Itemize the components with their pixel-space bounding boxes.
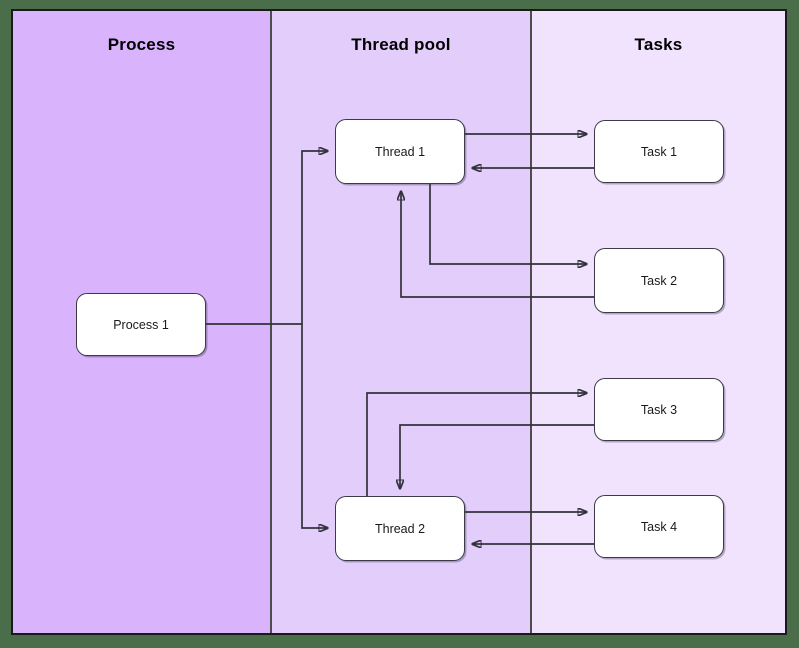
node-task-2[interactable]: Task 2 [594, 248, 724, 313]
node-label: Task 4 [640, 519, 678, 534]
node-task-4[interactable]: Task 4 [594, 495, 724, 558]
node-label: Task 1 [640, 144, 678, 159]
swimlane-title-thread-pool: Thread pool [351, 35, 451, 54]
node-label: Task 2 [640, 273, 678, 288]
node-label: Task 3 [640, 402, 678, 417]
node-label: Thread 1 [374, 144, 426, 159]
node-thread-2[interactable]: Thread 2 [335, 496, 465, 561]
node-task-3[interactable]: Task 3 [594, 378, 724, 441]
node-label: Thread 2 [374, 521, 426, 536]
node-task-1[interactable]: Task 1 [594, 120, 724, 183]
node-thread-1[interactable]: Thread 1 [335, 119, 465, 184]
node-process-1[interactable]: Process 1 [76, 293, 206, 356]
swimlane-title-tasks: Tasks [634, 35, 683, 54]
swimlane-title-process: Process [107, 35, 176, 54]
node-label: Process 1 [113, 317, 169, 332]
